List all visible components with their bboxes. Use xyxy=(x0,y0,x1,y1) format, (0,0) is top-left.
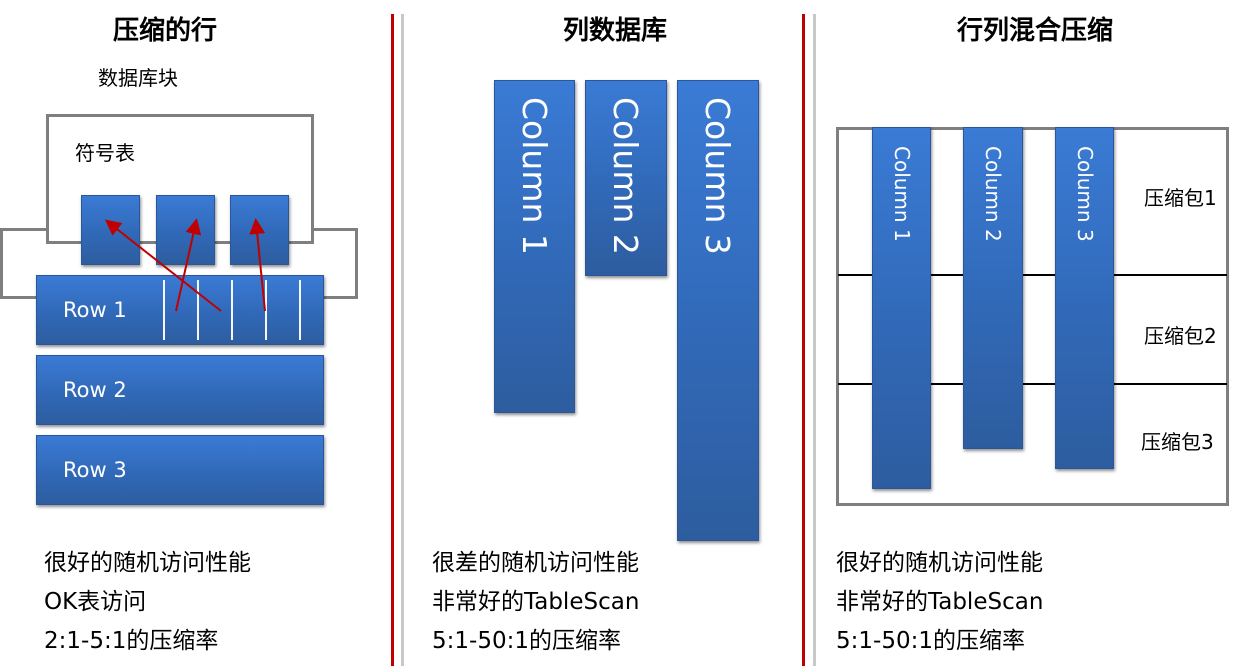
row-desc-line-1: 很好的随机访问性能 xyxy=(44,550,251,576)
package-label-3: 压缩包3 xyxy=(1141,430,1214,454)
column-desc-line-1: 很差的随机访问性能 xyxy=(432,550,639,576)
arrow-to-symbol-3 xyxy=(249,218,266,312)
package-divider-2 xyxy=(838,383,1227,385)
symbol-cell-2 xyxy=(156,195,215,265)
row-divider-3 xyxy=(231,280,233,340)
separator-red-1 xyxy=(391,14,394,666)
pointer-arrows xyxy=(104,218,266,312)
column-label-1: Column 1 xyxy=(515,97,554,255)
database-block-label: 数据库块 xyxy=(98,66,178,90)
column-bar-2: Column 2 xyxy=(585,80,667,276)
row-panel-description: 很好的随机访问性能 OK表访问 2:1-5:1的压缩率 xyxy=(44,544,251,661)
hybrid-panel-title: 行列混合压缩 xyxy=(956,16,1113,46)
separator-red-2 xyxy=(802,14,805,666)
hybrid-column-bar-2: Column 2 xyxy=(963,127,1023,449)
hybrid-column-label-1: Column 1 xyxy=(890,146,914,242)
row-bar-1: Row 1 xyxy=(36,275,324,345)
row-bar-2: Row 2 xyxy=(36,355,324,425)
separator-gray-2 xyxy=(813,14,816,666)
package-divider-1 xyxy=(838,274,1227,276)
symbol-table-label: 符号表 xyxy=(75,141,135,165)
column-desc-line-3: 5:1-50:1的压缩率 xyxy=(432,628,621,654)
column-label-2: Column 2 xyxy=(606,97,645,255)
hybrid-panel-description: 很好的随机访问性能 非常好的TableScan 5:1-50:1的压缩率 xyxy=(836,544,1043,661)
row-label-1: Row 1 xyxy=(63,298,127,322)
row-divider-1 xyxy=(163,280,165,340)
arrow-to-symbol-2 xyxy=(175,218,202,312)
hybrid-desc-line-3: 5:1-50:1的压缩率 xyxy=(836,628,1025,654)
column-panel-description: 很差的随机访问性能 非常好的TableScan 5:1-50:1的压缩率 xyxy=(432,544,639,661)
hybrid-desc-line-1: 很好的随机访问性能 xyxy=(836,550,1043,576)
row-desc-line-2: OK表访问 xyxy=(44,589,147,615)
row-divider-2 xyxy=(197,280,199,340)
hybrid-column-label-2: Column 2 xyxy=(981,146,1005,242)
row-divider-5 xyxy=(299,280,301,340)
column-desc-line-2: 非常好的TableScan xyxy=(432,589,640,615)
row-label-2: Row 2 xyxy=(63,378,127,402)
row-desc-line-3: 2:1-5:1的压缩率 xyxy=(44,628,219,654)
package-label-2: 压缩包2 xyxy=(1144,324,1217,348)
hybrid-column-bar-3: Column 3 xyxy=(1055,127,1114,469)
hybrid-column-label-3: Column 3 xyxy=(1073,146,1097,242)
hybrid-frame xyxy=(836,127,1229,506)
row-label-3: Row 3 xyxy=(63,458,127,482)
row-divider-4 xyxy=(265,280,267,340)
column-bar-3: Column 3 xyxy=(677,80,759,541)
column-bar-1: Column 1 xyxy=(494,80,575,413)
column-panel-title: 列数据库 xyxy=(562,16,667,46)
column-label-3: Column 3 xyxy=(698,97,737,255)
package-label-1: 压缩包1 xyxy=(1144,186,1217,210)
arrow-to-symbol-1 xyxy=(104,219,222,312)
row-panel-title: 压缩的行 xyxy=(112,16,217,46)
separator-gray-1 xyxy=(401,14,404,666)
hybrid-column-bar-1: Column 1 xyxy=(872,127,931,489)
row-bar-3: Row 3 xyxy=(36,435,324,505)
hybrid-desc-line-2: 非常好的TableScan xyxy=(836,589,1044,615)
